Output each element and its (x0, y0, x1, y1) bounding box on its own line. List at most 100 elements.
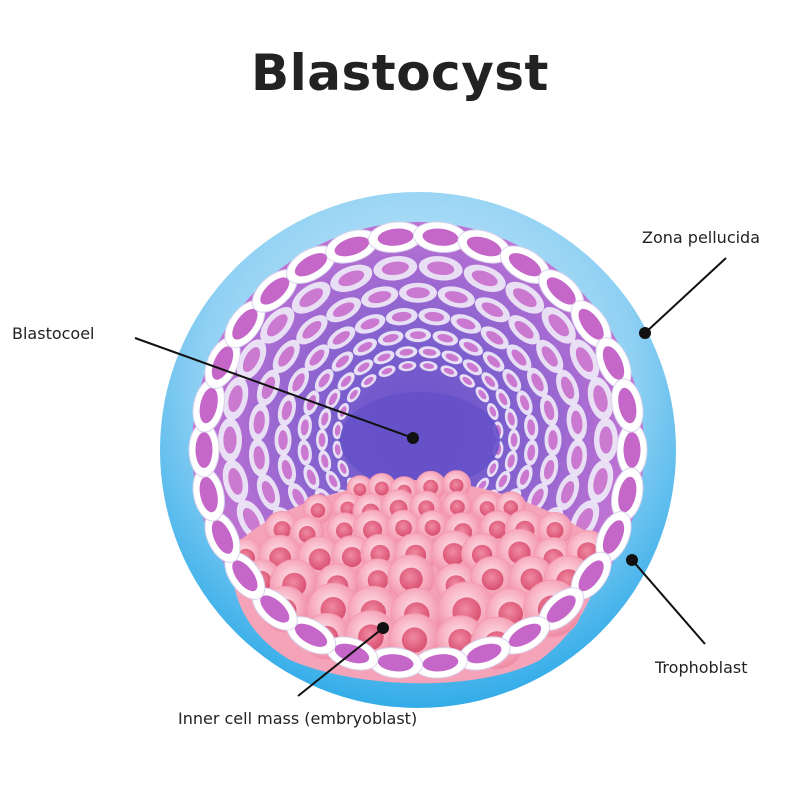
leader-zona (644, 257, 727, 334)
tunnel-cell (480, 326, 509, 350)
tunnel-cell (504, 450, 518, 472)
tunnel-cell (594, 418, 618, 462)
tunnel-cell (569, 339, 600, 380)
tunnel-cell (440, 365, 458, 377)
tunnel-cell (249, 403, 270, 442)
tunnel-cell (327, 326, 356, 350)
dot-blastocoel (407, 432, 419, 444)
tunnel-cell (432, 330, 459, 346)
tunnel-cell (314, 368, 334, 392)
tunnel-cell (482, 351, 505, 372)
tunnel-cell (441, 350, 463, 365)
tunnel-cell (495, 388, 511, 410)
leader-lines (134, 257, 727, 697)
tunnel-cell (524, 414, 539, 441)
trophoblast-cell (611, 467, 644, 522)
tunnel-cell (373, 350, 395, 365)
tunnel-cell (399, 282, 437, 303)
trophoblast-cell (457, 229, 511, 264)
tunnel-cell (556, 369, 580, 406)
tunnel-cell (516, 390, 533, 416)
trophoblast-ring (188, 221, 648, 679)
tunnel-cell (487, 402, 499, 421)
blastocoel-center (340, 392, 500, 488)
trophoblast-cell (611, 378, 644, 433)
tunnel-cell (325, 388, 341, 410)
tunnel-cell (337, 372, 355, 391)
tunnel-cell (450, 314, 482, 334)
tunnel-cell (318, 408, 332, 430)
tunnel-cell (526, 367, 549, 398)
tunnel-cell (360, 374, 377, 388)
tunnel-cell (508, 429, 520, 451)
tunnel-cell (463, 264, 506, 292)
tunnel-cell (326, 297, 362, 323)
tunnel-cell (462, 359, 483, 376)
tunnel-cell (236, 339, 267, 380)
tunnel-cell (325, 470, 341, 492)
trophoblast-cell (285, 616, 337, 655)
tunnel-cell (222, 377, 249, 421)
dot-icm (377, 622, 389, 634)
tunnel-cell (337, 459, 349, 478)
tunnel-cell (318, 450, 332, 472)
tunnel-cell (487, 459, 499, 478)
tunnel-cell (260, 307, 295, 344)
tunnel-cell (316, 429, 328, 451)
tunnel-cell (566, 438, 587, 477)
tunnel-cell (474, 297, 510, 323)
tunnel-cell (385, 308, 418, 326)
trophoblast-cell (595, 337, 632, 389)
tunnel-cell (331, 351, 354, 372)
tunnel-cell (373, 256, 418, 281)
tunnel-cell (481, 372, 499, 391)
tunnel-cell (540, 394, 559, 426)
tunnel-cell (418, 346, 441, 359)
tunnel-cell (418, 256, 463, 281)
tunnel-cell (419, 361, 438, 372)
tunnel-cell (437, 286, 475, 308)
trophoblast-cell (499, 245, 551, 284)
trophoblast-cell (325, 229, 379, 264)
tunnel-cell (566, 403, 587, 442)
tunnel-cell (475, 386, 490, 403)
tunnel-cell (536, 339, 564, 374)
tunnel-cell (524, 439, 539, 466)
tunnel-cell (502, 368, 522, 392)
tunnel-cell (505, 281, 545, 314)
tunnel-cell (378, 365, 396, 377)
tunnel-cell (516, 464, 533, 490)
tunnel-cell (277, 454, 296, 486)
tunnel-cell (277, 394, 296, 426)
tunnel-cell (541, 307, 576, 344)
tunnel-cell (296, 315, 328, 345)
dot-zona (639, 327, 651, 339)
tunnel-cell (418, 308, 451, 326)
icm-cell (537, 512, 573, 547)
tunnel-cell (332, 440, 343, 459)
tunnel-cell (297, 414, 312, 441)
trophoblast-cell (457, 636, 511, 671)
trophoblast-cell (192, 467, 225, 522)
tunnel-cell (459, 338, 483, 356)
tunnel-cell (249, 438, 270, 477)
tunnel-cell (361, 286, 399, 308)
trophoblast-cell (368, 647, 423, 679)
tunnel-cell (506, 344, 532, 371)
tunnel-cell (346, 386, 361, 403)
tunnel-cell (332, 421, 343, 440)
tunnel-cell (272, 339, 300, 374)
trophoblast-cell (413, 221, 468, 253)
tunnel-cell (459, 374, 476, 388)
dot-trophoblast (626, 554, 638, 566)
tunnel-cell (354, 314, 386, 334)
tunnel-cell (377, 330, 404, 346)
tunnel-cell (540, 454, 559, 486)
tunnel-cell (398, 361, 417, 372)
tunnel-cell (256, 474, 280, 511)
trophoblast-cell (192, 378, 225, 433)
tunnel-cell (297, 439, 312, 466)
tunnel-cell (395, 346, 418, 359)
